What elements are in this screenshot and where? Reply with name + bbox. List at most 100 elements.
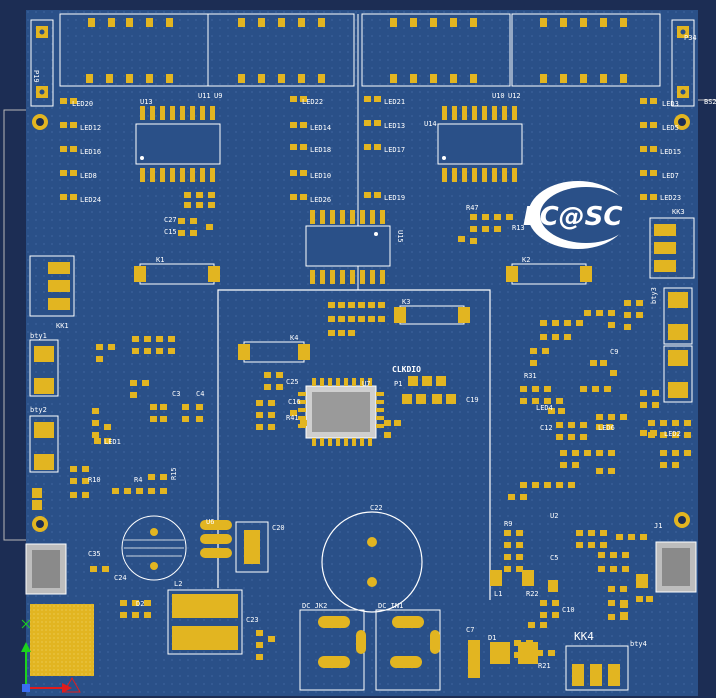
label-clkdio: CLKDIO xyxy=(392,365,421,374)
label-r47: R47 xyxy=(466,204,479,212)
label-u7: U7 xyxy=(362,380,370,388)
label-led21: LED21 xyxy=(384,98,405,106)
label-u9: U9 xyxy=(214,92,222,100)
label-c9: C9 xyxy=(610,348,618,356)
label-bty1: bty1 xyxy=(30,332,47,340)
chip-u15[interactable] xyxy=(305,225,391,267)
silkscreen-labels: U13 U11 U9 U10 U12 U14 U15 U7 U6 U2 P19 … xyxy=(30,34,716,670)
chip-u13[interactable] xyxy=(135,123,221,165)
label-led12: LED12 xyxy=(80,124,101,132)
label-led1: LED1 xyxy=(104,438,121,446)
logo-text: LC@SC xyxy=(523,202,622,232)
header-p19[interactable] xyxy=(30,19,54,107)
label-dc-in1: DC_IN1 xyxy=(378,602,403,610)
label-p19: P19 xyxy=(32,70,40,83)
label-bty2: bty2 xyxy=(30,406,47,414)
label-led7: LED7 xyxy=(662,172,679,180)
smd-pads xyxy=(32,192,691,678)
battery-bty2[interactable] xyxy=(29,415,59,473)
label-p1: P1 xyxy=(394,380,402,388)
chip-u14[interactable] xyxy=(437,123,523,165)
label-c25: C25 xyxy=(286,378,299,386)
chip-u6[interactable] xyxy=(200,520,269,573)
u15-pins xyxy=(310,210,385,284)
connector-kk4[interactable] xyxy=(565,645,629,691)
label-r9: R9 xyxy=(504,520,512,528)
switch-k3[interactable] xyxy=(394,305,470,325)
label-d2: D2 xyxy=(136,600,144,608)
label-c35: C35 xyxy=(88,550,101,558)
cap-c22[interactable] xyxy=(321,511,423,613)
label-kk4: KK4 xyxy=(574,630,594,643)
label-led19: LED19 xyxy=(384,194,405,202)
switch-k4[interactable] xyxy=(238,341,310,363)
label-d1: D1 xyxy=(488,634,496,642)
connector-kk3[interactable] xyxy=(649,217,695,279)
core-region-outline xyxy=(217,289,491,600)
label-u11: U11 xyxy=(198,92,211,100)
ground-pad xyxy=(30,604,94,676)
label-kk1: KK1 xyxy=(56,322,69,330)
label-u2: U2 xyxy=(550,512,558,520)
label-led14: LED14 xyxy=(310,124,331,132)
left-outline-trace xyxy=(3,109,26,541)
label-led15: LED15 xyxy=(660,148,681,156)
label-c10: C10 xyxy=(562,606,575,614)
axis-gizmo xyxy=(21,619,81,693)
label-c24: C24 xyxy=(114,574,127,582)
label-l1: L1 xyxy=(494,590,502,598)
battery-bty4[interactable] xyxy=(663,345,693,403)
label-c27: C27 xyxy=(164,216,177,224)
dc-jack-in1[interactable] xyxy=(375,609,441,691)
usb-left[interactable] xyxy=(25,543,67,595)
connector-kk1[interactable] xyxy=(29,255,75,317)
led-pads xyxy=(60,96,657,444)
label-led5: LED5 xyxy=(662,124,679,132)
label-c23: C23 xyxy=(246,616,259,624)
label-u13: U13 xyxy=(140,98,153,106)
label-r41: R41 xyxy=(286,414,299,422)
label-c16: C16 xyxy=(288,398,301,406)
label-c19: C19 xyxy=(466,396,479,404)
battery-bty1[interactable] xyxy=(29,339,59,397)
label-u10: U10 xyxy=(492,92,505,100)
label-r13: R13 xyxy=(512,224,525,232)
label-led3: LED3 xyxy=(662,100,679,108)
usb-right[interactable] xyxy=(655,541,697,593)
label-u6: U6 xyxy=(206,518,214,526)
label-c4: C4 xyxy=(196,390,204,398)
battery-bty3[interactable] xyxy=(663,287,693,345)
label-bty4: bty4 xyxy=(630,640,647,648)
label-p34: P34 xyxy=(684,34,697,42)
mounting-holes xyxy=(32,114,690,532)
cap-c24[interactable] xyxy=(121,515,187,581)
header-clkdio[interactable] xyxy=(402,376,456,404)
label-led13: LED13 xyxy=(384,122,405,130)
switch-k2[interactable] xyxy=(506,263,592,285)
dc-jack-jk2[interactable] xyxy=(299,609,366,691)
label-r31: R31 xyxy=(524,372,537,380)
label-r4: R4 xyxy=(134,476,142,484)
switch-k1[interactable] xyxy=(134,263,220,285)
header-p34[interactable] xyxy=(671,19,695,107)
label-kk3: KK3 xyxy=(672,208,685,216)
label-k4: K4 xyxy=(290,334,298,342)
copper-pour-dots xyxy=(26,10,698,696)
label-j1: J1 xyxy=(654,522,662,530)
label-u15: U15 xyxy=(396,230,404,243)
label-c7: C7 xyxy=(466,626,474,634)
top-connector-u11[interactable] xyxy=(59,13,661,87)
chip-u7[interactable] xyxy=(305,385,377,439)
top-connector-pads xyxy=(86,18,627,83)
label-led2: LED2 xyxy=(664,430,681,438)
label-led26: LED26 xyxy=(310,196,331,204)
label-r10: R10 xyxy=(88,476,101,484)
label-u12: U12 xyxy=(508,92,521,100)
label-dc-jk2: DC_JK2 xyxy=(302,602,327,610)
label-c3: C3 xyxy=(172,390,180,398)
inductor-l2[interactable] xyxy=(167,589,243,655)
label-led23: LED23 xyxy=(660,194,681,202)
label-led17: LED17 xyxy=(384,146,405,154)
